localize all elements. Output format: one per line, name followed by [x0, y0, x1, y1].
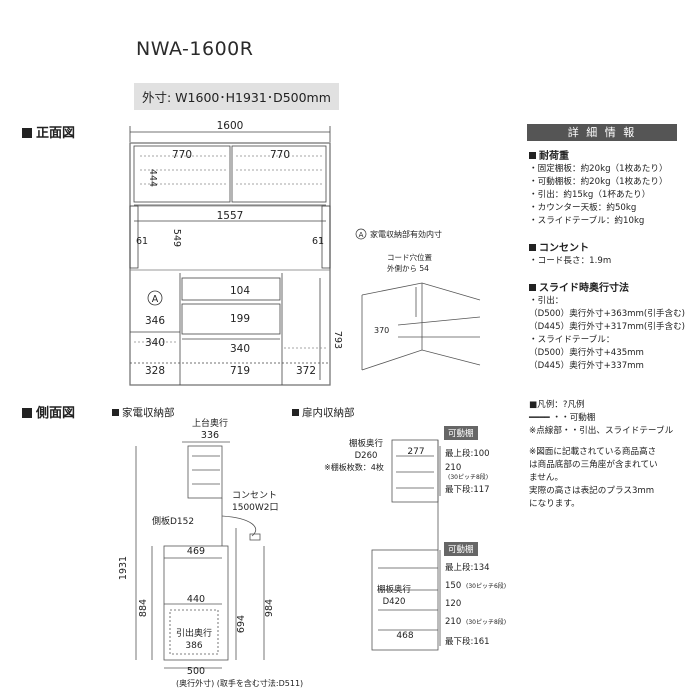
pitch-1-note: (30ピッチ8段) — [448, 473, 488, 481]
model-title: NWA-1600R — [136, 38, 254, 60]
side-view-heading: 側面図 — [22, 402, 75, 421]
slide-item-6: （D445）奥行外寸+337mm — [529, 361, 644, 371]
outlet-spec: 1500W2口 — [232, 503, 279, 513]
pitch-1: 210 — [445, 463, 461, 473]
outlet-title: コンセント — [529, 242, 689, 255]
mid-gap: 120 — [445, 599, 461, 609]
pitch-2: 150 — [445, 581, 461, 591]
load-item-4: ・カウンター天板：約50kg — [529, 203, 637, 213]
note-line-4: 実際の高さは表記のプラス3mm — [529, 486, 655, 496]
shelf-depth-label: 棚板奥行 — [349, 438, 384, 449]
drawer-depth-label: 引出奥行 — [176, 627, 212, 639]
note-line-1: ※図面に記載されている商品高さ — [529, 447, 657, 457]
spec-panel: 耐荷重 ・固定棚板：約20kg（1枚あたり） ・可動棚板：約20kg（1枚あたり… — [529, 146, 689, 511]
slide-item-5: （D500）奥行外寸+435mm — [529, 348, 644, 358]
cord-note-2: 外側から 54 — [387, 263, 429, 273]
top-depth: 336 — [201, 430, 219, 441]
shelf-depth: D260 — [355, 451, 378, 461]
slide-item-1: ・引出： — [529, 296, 564, 306]
lower-top-shelf: 最上段:134 — [445, 562, 490, 573]
dim-upper-height: 444 — [147, 169, 158, 187]
side-board-depth: 側板D152 — [152, 515, 194, 527]
dim-440: 440 — [187, 594, 205, 605]
slide-title: スライド時奥行寸法 — [529, 282, 689, 295]
lower-depth-label: 棚板奥行 — [377, 584, 412, 595]
dim-469: 469 — [187, 546, 205, 557]
lower-bottom-shelf: 最下段:161 — [445, 636, 490, 647]
load-item-1: ・固定棚板：約20kg（1枚あたり） — [529, 164, 668, 174]
dim-upper-left: 770 — [172, 149, 192, 161]
dim-984: 984 — [264, 599, 275, 617]
dim-total-height-1931: 1931 — [118, 556, 129, 580]
dim-counter-width: 1557 — [217, 210, 244, 222]
door-side-diagram: 棚板奥行 D260 ※棚板枚数：4枚 277 最上段:100 210 (30ピッ… — [324, 438, 506, 651]
dim-bottom-center: 719 — [230, 365, 250, 377]
dim-counter-height: 549 — [171, 229, 182, 247]
slide-item-4: ・スライドテーブル： — [529, 335, 615, 345]
load-item-2: ・可動棚板：約20kg（1枚あたり） — [529, 177, 668, 187]
dim-500: 500 — [187, 666, 205, 677]
pitch-2-note: (30ピッチ6段) — [466, 582, 506, 590]
pitch-3-note: (30ピッチ8段) — [466, 618, 506, 626]
cord-note-1: コード穴位置 — [387, 252, 432, 262]
spec-header: 詳 細 情 報 — [527, 124, 677, 141]
note-line-2: は商品底部の三角座が含まれてい — [529, 460, 658, 470]
top-shelf: 最上段:100 — [445, 448, 490, 459]
dim-upper-right: 770 — [270, 149, 290, 161]
outlet-item-1: ・コード長さ：1.9m — [529, 256, 612, 266]
appliance-side-label: 家電収納部 — [112, 405, 175, 420]
dim-lower-left: 340 — [145, 337, 165, 349]
dim-total-height: 793 — [332, 331, 343, 349]
legend-line-1: ━━━━ ・・可動棚 — [529, 413, 596, 423]
slide-item-3: （D445）奥行外寸+317mm(引手含む) — [529, 322, 686, 332]
door-side-label: 扉内収納部 — [292, 405, 355, 420]
bottom-shelf: 最下段:117 — [445, 484, 490, 495]
drawer-depth: 386 — [185, 641, 202, 651]
dim-bottom-right: 372 — [296, 365, 316, 377]
top-depth-label: 上台奥行 — [192, 418, 228, 429]
front-view-heading: 正面図 — [22, 122, 75, 141]
dim-468: 468 — [396, 631, 413, 641]
note-line-5: になります。 — [529, 499, 580, 509]
dim-drawer2: 199 — [230, 313, 250, 325]
movable-shelf-badge-2: 可動棚 — [444, 542, 478, 556]
outlet-label: コンセント — [232, 490, 277, 501]
dim-bottom-left: 328 — [145, 365, 165, 377]
slide-item-2: （D500）奥行外寸+363mm(引手含む) — [529, 309, 686, 319]
dim-side-left: 61 — [136, 236, 148, 247]
side-footer-note: (奥行外寸) (取手を含む寸法:D511) — [176, 678, 303, 688]
appliance-detail-diagram: A 家電収納部有効内寸 コード穴位置 外側から 54 370 — [355, 228, 481, 371]
appliance-side-diagram: 上台奥行 336 コンセント 1500W2口 側板D152 469 440 19… — [118, 418, 303, 688]
legend-line-2: ※点線部・・引出、スライドテーブル — [529, 426, 674, 436]
detail-dim: 370 — [374, 326, 389, 335]
load-title: 耐荷重 — [529, 150, 689, 163]
load-item-3: ・引出：約15kg（1杯あたり） — [529, 190, 651, 200]
note-line-3: ません。 — [529, 473, 564, 483]
lower-depth: D420 — [383, 597, 406, 607]
dim-884: 884 — [138, 599, 149, 617]
a-mark: A — [152, 294, 159, 305]
detail-title: 家電収納部有効内寸 — [370, 229, 442, 239]
dim-lower-center: 340 — [230, 343, 250, 355]
legend-title: ■凡例：?凡例 — [529, 400, 585, 410]
pitch-3: 210 — [445, 617, 461, 627]
movable-shelf-badge-1: 可動棚 — [444, 426, 478, 440]
dim-total-width: 1600 — [217, 120, 244, 132]
dim-mid-width: 346 — [145, 315, 165, 327]
load-item-5: ・スライドテーブル：約10kg — [529, 216, 645, 226]
dim-side-right: 61 — [312, 236, 324, 247]
outer-dimensions: 外寸: W1600･H1931･D500mm — [134, 83, 339, 110]
front-view-diagram: 1600 770 770 444 1557 61 61 549 A 346 10… — [129, 120, 343, 386]
detail-a-mark: A — [359, 231, 364, 239]
dim-277: 277 — [407, 447, 424, 457]
dim-694: 694 — [236, 615, 247, 633]
dim-drawer1: 104 — [230, 285, 250, 297]
shelf-count: ※棚板枚数：4枚 — [324, 462, 384, 472]
